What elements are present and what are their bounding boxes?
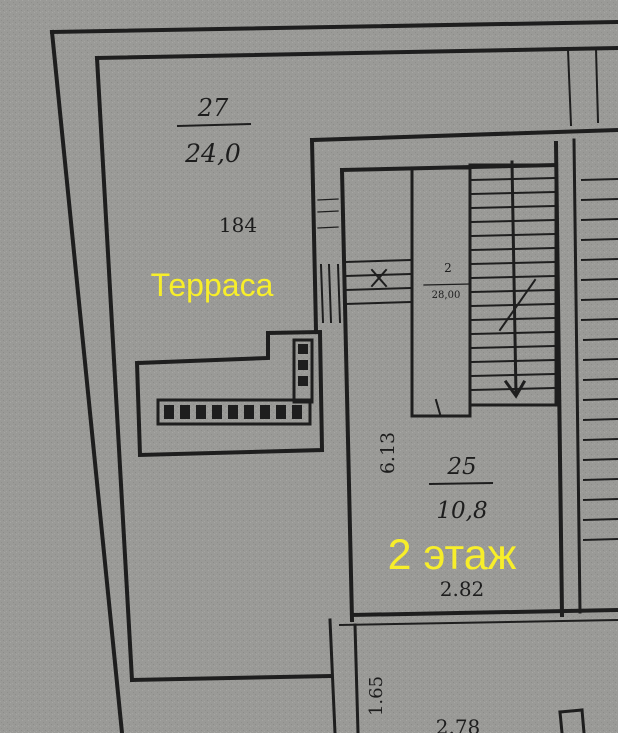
right-stair [580, 177, 618, 542]
room-25-area: 10,8 [436, 498, 487, 524]
room-2-label: 2 28,00 [423, 261, 471, 301]
terrace-label: Терраса [151, 267, 274, 303]
room-27-area: 24,0 [184, 139, 241, 168]
room-2-number: 2 [444, 261, 452, 275]
room-25-label: 25 10,8 [428, 454, 494, 524]
inner-walls [309, 127, 618, 733]
floor-label: 2 этаж [388, 531, 517, 579]
room-25-number: 25 [446, 454, 476, 480]
dimension-room25-length: 6.13 [377, 432, 399, 474]
dimension-room25-width: 2.82 [440, 577, 485, 601]
room-27-label: 27 24,0 [176, 94, 252, 168]
outer-walls [49, 19, 618, 733]
dimension-terrace-width: 184 [219, 213, 257, 237]
dimension-lower-right: 2.78 [436, 715, 481, 733]
room-2-area: 28,00 [432, 290, 461, 301]
dimension-lower-left: 1.65 [366, 676, 387, 716]
room-27-number: 27 [197, 94, 229, 122]
staircase [344, 160, 558, 418]
terrace-door [317, 198, 342, 324]
terrace-planter [134, 329, 325, 458]
